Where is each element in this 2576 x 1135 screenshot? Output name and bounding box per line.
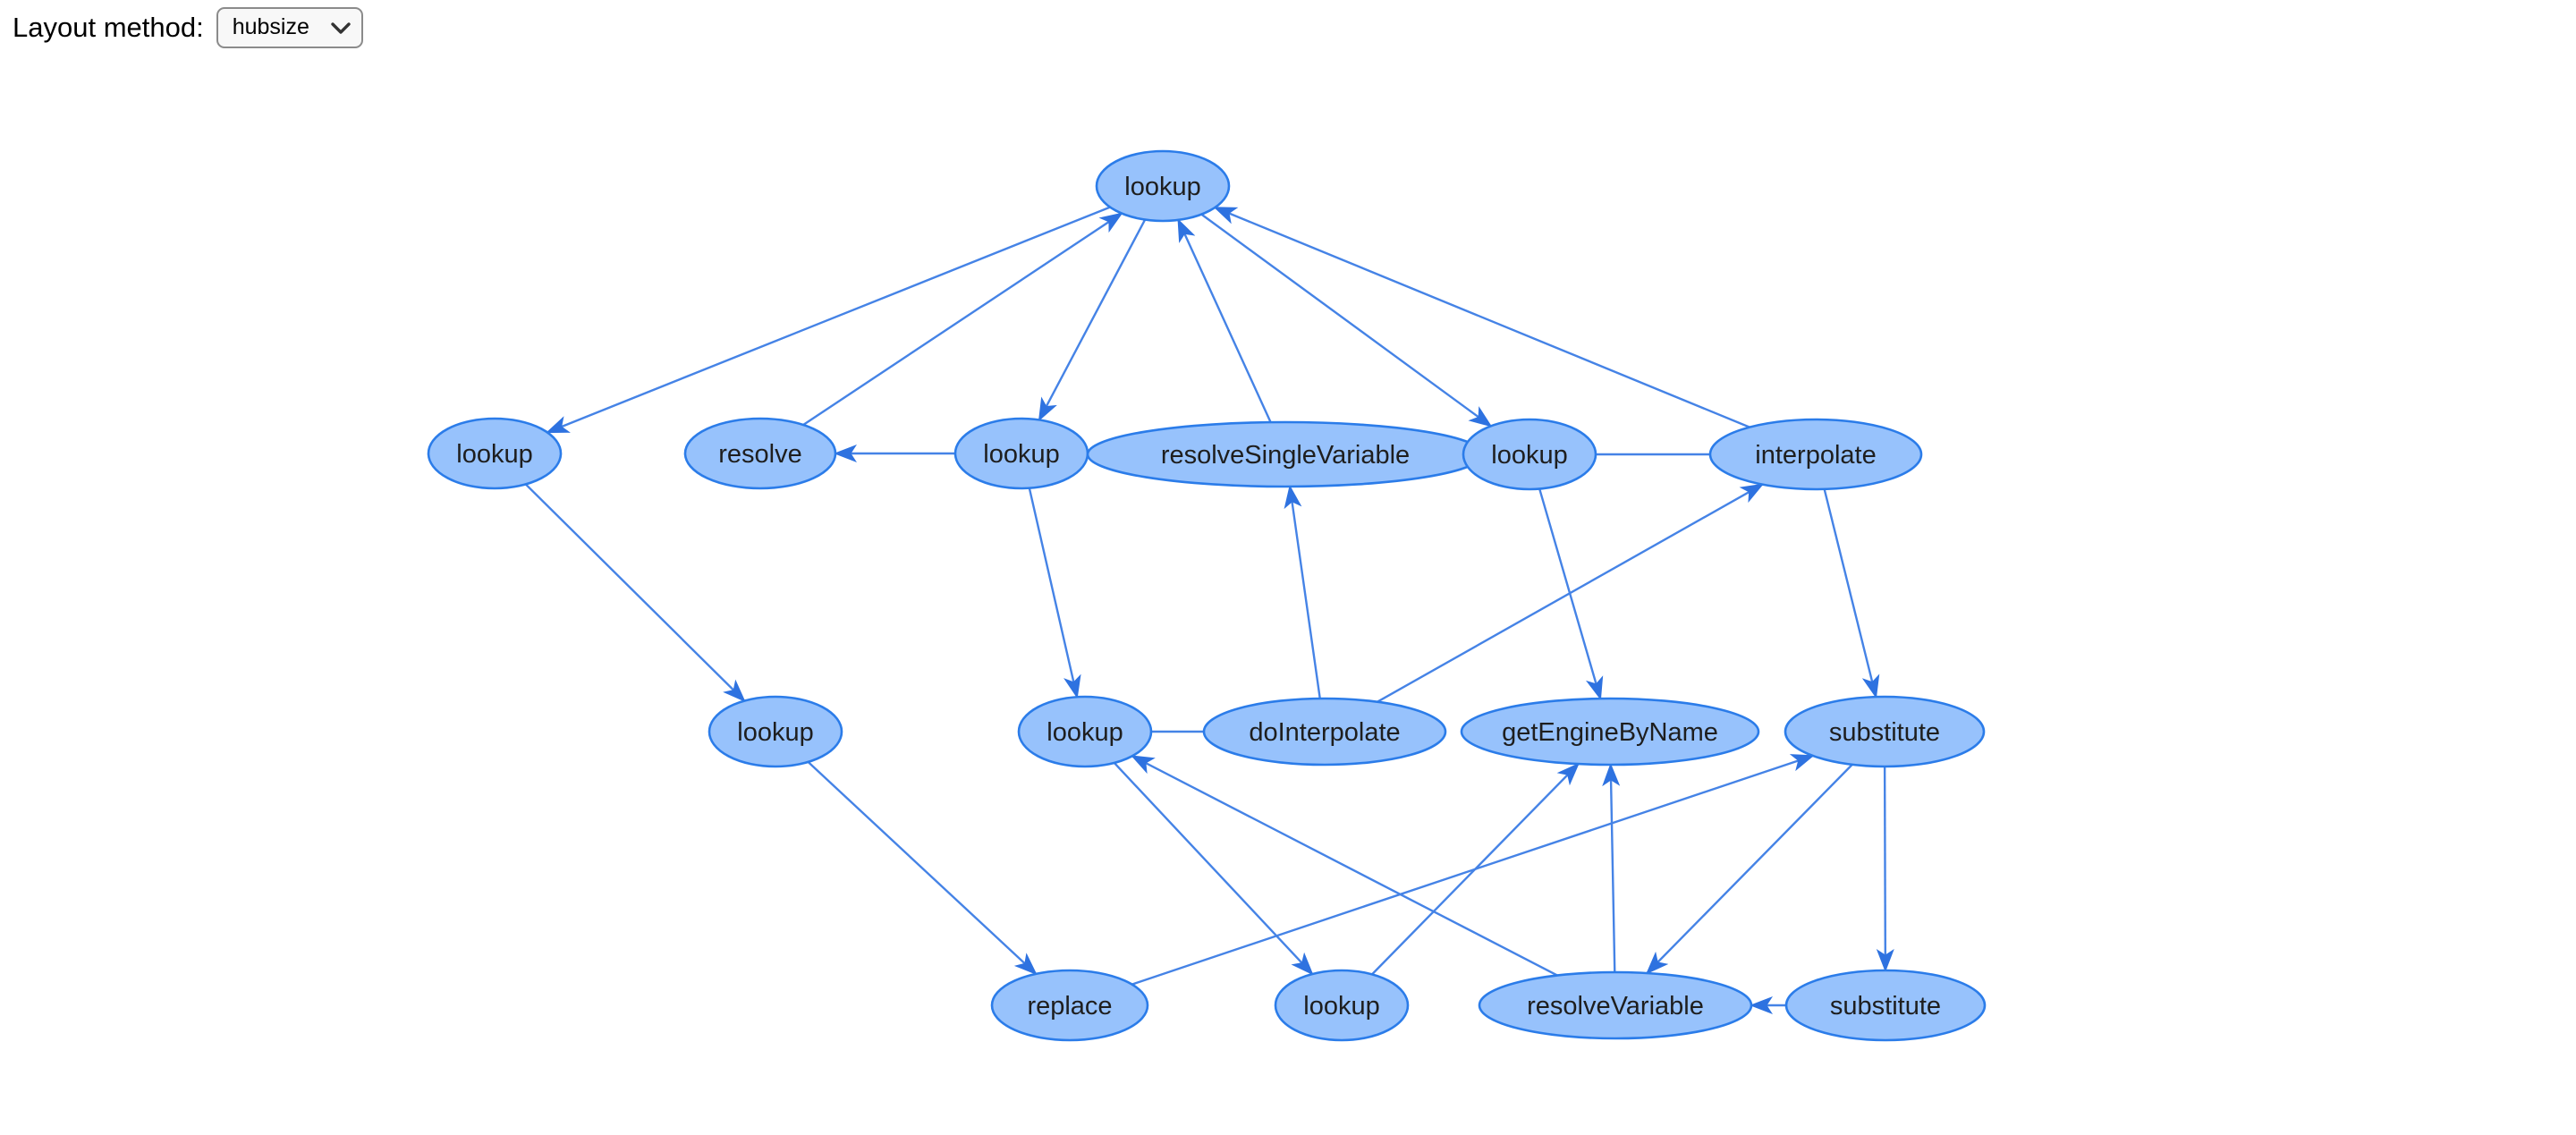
toolbar: Layout method: hubsize — [13, 7, 363, 48]
node-replace[interactable]: replace — [990, 969, 1149, 1042]
node-resolveVariable[interactable]: resolveVariable — [1478, 970, 1753, 1040]
edge-n9-n14 — [1113, 762, 1314, 976]
node-ellipse[interactable] — [1274, 969, 1410, 1042]
node-lookup[interactable]: lookup — [1274, 969, 1410, 1042]
node-ellipse[interactable] — [1478, 970, 1753, 1040]
node-ellipse[interactable] — [1017, 695, 1153, 768]
node-substitute[interactable]: substitute — [1784, 695, 1986, 768]
layout-method-label: Layout method: — [13, 12, 204, 43]
node-lookup[interactable]: lookup — [708, 695, 843, 768]
edge-n3-n1 — [802, 212, 1123, 427]
node-ellipse[interactable] — [990, 969, 1149, 1042]
layout-method-select-wrap: hubsize — [216, 7, 363, 48]
node-lookup[interactable]: lookup — [1462, 418, 1597, 491]
node-ellipse[interactable] — [683, 417, 837, 490]
node-interpolate[interactable]: interpolate — [1708, 418, 1923, 491]
node-resolveSingleVariable[interactable]: resolveSingleVariable — [1086, 420, 1485, 488]
edge-n8-n13 — [807, 761, 1038, 976]
node-resolve[interactable]: resolve — [683, 417, 837, 490]
edges-layer — [524, 206, 1894, 1014]
node-substitute[interactable]: substitute — [1784, 969, 1987, 1042]
layout-method-select[interactable]: hubsize — [216, 7, 363, 48]
edge-n7-n1 — [1213, 206, 1750, 428]
node-lookup[interactable]: lookup — [1095, 149, 1231, 223]
edge-n7-n12 — [1823, 488, 1880, 699]
edge-n10-n5 — [1284, 485, 1321, 699]
node-ellipse[interactable] — [708, 695, 843, 768]
edge-n1-n2 — [546, 206, 1111, 434]
node-getEngineByName[interactable]: getEngineByName — [1460, 697, 1760, 767]
node-ellipse[interactable] — [953, 417, 1089, 490]
node-ellipse[interactable] — [1462, 418, 1597, 491]
edge-n5-n1 — [1177, 218, 1272, 423]
edge-n10-n7 — [1377, 483, 1765, 703]
node-ellipse[interactable] — [427, 417, 563, 490]
edge-n13-n12 — [1131, 754, 1815, 986]
edge-n4-n9 — [1028, 487, 1081, 699]
node-lookup[interactable]: lookup — [427, 417, 563, 490]
edge-n2-n8 — [524, 483, 746, 702]
edge-n12-n15 — [1645, 764, 1853, 975]
node-lookup[interactable]: lookup — [1017, 695, 1153, 768]
node-lookup[interactable]: lookup — [953, 417, 1089, 490]
node-ellipse[interactable] — [1202, 697, 1447, 767]
edge-n15-n11 — [1602, 763, 1621, 973]
edge-n15-n9 — [1131, 755, 1558, 977]
node-ellipse[interactable] — [1784, 969, 1987, 1042]
node-doInterpolate[interactable]: doInterpolate — [1202, 697, 1447, 767]
node-ellipse[interactable] — [1095, 149, 1231, 223]
node-ellipse[interactable] — [1784, 695, 1986, 768]
node-ellipse[interactable] — [1460, 697, 1760, 767]
edge-n1-n4 — [1038, 219, 1147, 422]
node-ellipse[interactable] — [1708, 418, 1923, 491]
edge-n1-n6 — [1200, 213, 1493, 428]
node-ellipse[interactable] — [1086, 420, 1485, 488]
